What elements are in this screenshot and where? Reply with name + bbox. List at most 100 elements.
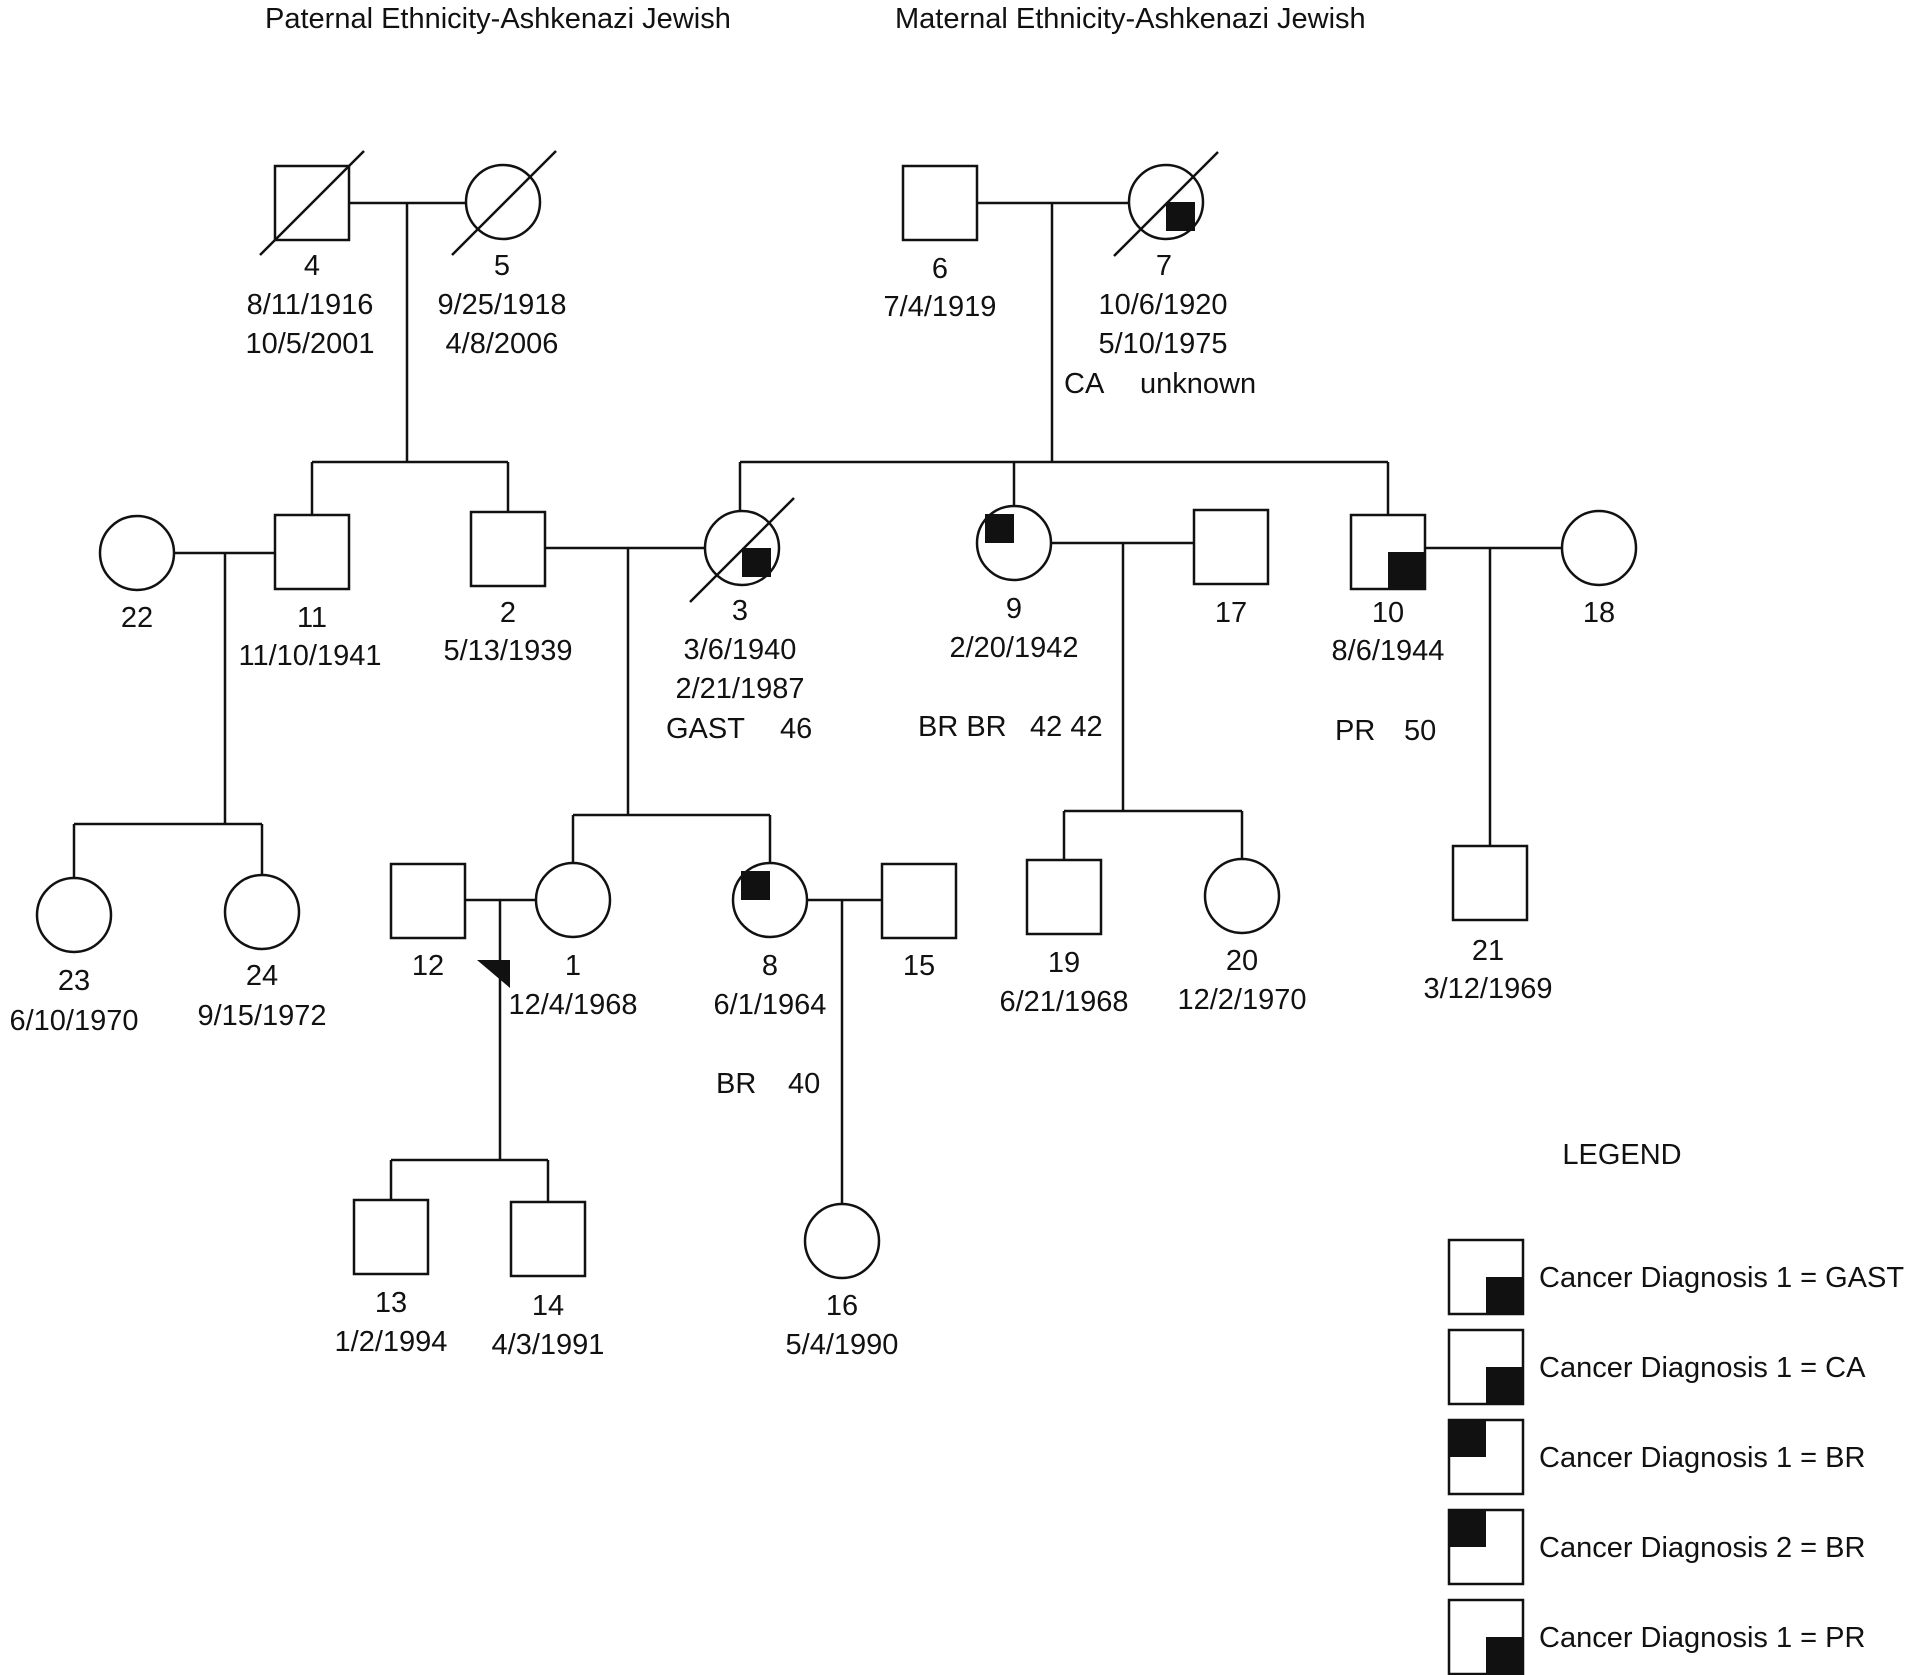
birth-date: 3/12/1969: [1423, 973, 1552, 1005]
male-symbol: [389, 862, 467, 940]
deceased-mark: [1113, 151, 1219, 257]
affected-quadrant: [1388, 552, 1425, 589]
individual-id: 23: [58, 965, 90, 997]
individual-19: 19 6/21/1968: [999, 858, 1129, 1018]
individual-21: 21 3/12/1969: [1423, 844, 1553, 1005]
diagnosis-name: BR: [716, 1068, 756, 1100]
female-symbol: [534, 861, 612, 939]
legend-quadrant: [1449, 1420, 1486, 1457]
birth-date: 12/4/1968: [508, 989, 637, 1021]
birth-date: 5/4/1990: [786, 1329, 899, 1361]
female-symbol: [464, 163, 542, 241]
male-symbol: [273, 513, 351, 591]
deceased-mark: [689, 497, 795, 603]
birth-date: 3/6/1940: [684, 634, 797, 666]
affected-quadrant: [741, 871, 770, 900]
legend-item-br-2: Cancer Diagnosis 2 = BR: [1447, 1508, 1865, 1586]
female-symbol: [1203, 857, 1281, 935]
death-date: 5/10/1975: [1098, 328, 1227, 360]
diagnosis-name: CA: [1064, 368, 1105, 400]
affected-quadrant: [985, 514, 1014, 543]
birth-date: 1/2/1994: [335, 1326, 448, 1358]
diagnosis-age: 50: [1404, 715, 1436, 747]
birth-date: 10/6/1920: [1098, 289, 1227, 321]
death-date: 10/5/2001: [245, 328, 374, 360]
individual-4: 4 8/11/1916 10/5/2001: [245, 150, 375, 360]
male-symbol: [880, 862, 958, 940]
deceased-mark: [451, 150, 557, 256]
individual-id: 17: [1215, 597, 1247, 629]
individual-id: 19: [1048, 947, 1080, 979]
legend-label: Cancer Diagnosis 1 = GAST: [1539, 1262, 1904, 1294]
male-symbol: [1451, 844, 1529, 922]
individual-16: 16 5/4/1990: [786, 1202, 899, 1361]
female-symbol: [803, 1202, 881, 1280]
diagnosis-name: BR BR: [918, 711, 1007, 743]
individual-id: 14: [532, 1290, 564, 1322]
individual-id: 6: [932, 253, 948, 285]
male-symbol: [1025, 858, 1103, 936]
individual-id: 4: [304, 250, 320, 282]
individual-3: 3 3/6/1940 2/21/1987 GAST 46: [666, 497, 812, 745]
death-date: 4/8/2006: [446, 328, 559, 360]
diagnosis-age: 46: [780, 713, 812, 745]
birth-date: 5/13/1939: [443, 635, 572, 667]
individual-id: 12: [412, 950, 444, 982]
relationship-lines: [72, 201, 1562, 1204]
legend-item-ca: Cancer Diagnosis 1 = CA: [1447, 1328, 1866, 1406]
individual-id: 3: [732, 595, 748, 627]
individual-10: 10 8/6/1944 PR 50: [1332, 513, 1445, 747]
individual-id: 15: [903, 950, 935, 982]
male-symbol: [1192, 508, 1270, 586]
individual-id: 18: [1583, 597, 1615, 629]
individual-8: 8 6/1/1964 BR 40: [714, 861, 826, 1100]
birth-date: 12/2/1970: [1177, 984, 1306, 1016]
individual-id: 1: [565, 950, 581, 982]
individual-id: 2: [500, 597, 516, 629]
individual-11: 11 11/10/1941: [239, 513, 382, 672]
legend-quadrant: [1486, 1277, 1523, 1314]
individual-id: 22: [121, 602, 153, 634]
individual-id: 20: [1226, 945, 1258, 977]
individual-id: 9: [1006, 593, 1022, 625]
diagnosis-name: PR: [1335, 715, 1375, 747]
female-symbol: [35, 876, 113, 954]
female-symbol: [1560, 509, 1638, 587]
individual-id: 24: [246, 960, 278, 992]
deceased-mark: [259, 150, 365, 256]
legend-item-gast: Cancer Diagnosis 1 = GAST: [1447, 1238, 1904, 1316]
individual-14: 14 4/3/1991: [492, 1200, 605, 1361]
maternal-ethnicity-header: Maternal Ethnicity-Ashkenazi Jewish: [895, 3, 1366, 35]
individual-12: 12: [389, 862, 467, 982]
legend-item-br-1: Cancer Diagnosis 1 = BR: [1447, 1418, 1865, 1496]
birth-date: 4/3/1991: [492, 1329, 605, 1361]
pregnancy-loss-marker: [477, 960, 510, 988]
birth-date: 8/11/1916: [247, 289, 374, 321]
legend-label: Cancer Diagnosis 1 = PR: [1539, 1622, 1865, 1654]
female-symbol: [223, 873, 301, 951]
diagnosis-age: 40: [788, 1068, 820, 1100]
male-symbol: [509, 1200, 587, 1278]
individual-15: 15: [880, 862, 958, 982]
individual-23: 23 6/10/1970: [9, 876, 139, 1037]
individual-13: 13 1/2/1994: [335, 1198, 448, 1358]
female-symbol: [98, 514, 176, 592]
affected-quadrant: [742, 548, 771, 577]
birth-date: 9/25/1918: [437, 289, 566, 321]
individual-6: 6 7/4/1919: [884, 164, 997, 323]
diagnosis-age: unknown: [1140, 368, 1256, 400]
male-symbol: [901, 164, 979, 242]
individual-id: 11: [297, 602, 327, 634]
individual-7: 7 10/6/1920 5/10/1975 CA unknown: [1064, 151, 1256, 400]
birth-date: 2/20/1942: [949, 632, 1078, 664]
legend-quadrant: [1449, 1510, 1486, 1547]
birth-date: 8/6/1944: [1332, 635, 1445, 667]
affected-quadrant: [1166, 202, 1195, 231]
legend-label: Cancer Diagnosis 2 = BR: [1539, 1532, 1865, 1564]
individual-22: 22: [98, 514, 176, 634]
birth-date: 7/4/1919: [884, 291, 997, 323]
legend-quadrant: [1486, 1367, 1523, 1404]
birth-date: 6/10/1970: [9, 1005, 138, 1037]
legend: LEGEND Cancer Diagnosis 1 = GAST Cancer …: [1447, 1139, 1904, 1675]
